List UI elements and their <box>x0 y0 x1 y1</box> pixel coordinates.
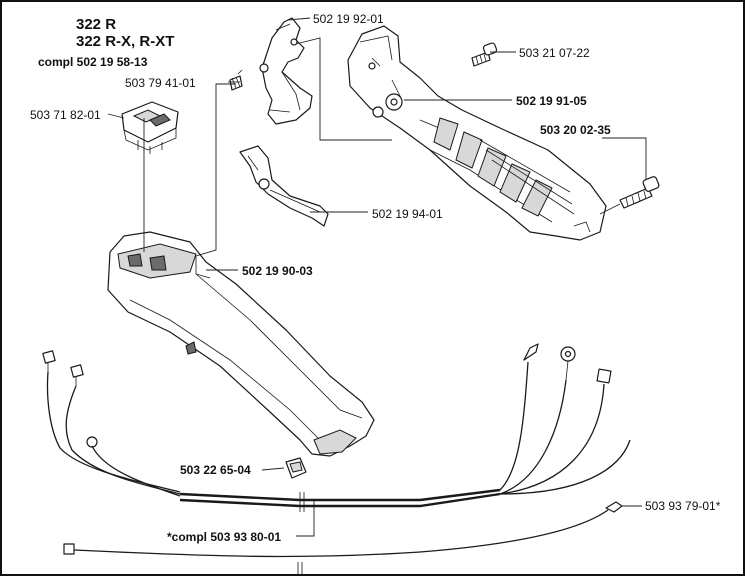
part-label-503-79-41-01: 503 79 41-01 <box>125 76 196 90</box>
leader-lines <box>107 17 647 537</box>
part-label-502-19-91-05: 502 19 91-05 <box>516 94 587 108</box>
throttle-trigger-part <box>259 17 313 125</box>
part-label-503-21-07-22: 503 21 07-22 <box>519 46 590 60</box>
stop-switch-part <box>121 101 179 154</box>
part-label-502-19-92-01: 502 19 92-01 <box>313 12 384 26</box>
part-label-503-93-80-01-text: *compl 503 93 80-01 <box>167 530 282 544</box>
throttle-lockout-part <box>239 145 329 227</box>
complete-assembly-label: compl 502 19 58-13 <box>38 55 148 69</box>
screw-short-part <box>471 42 498 67</box>
part-label-503-20-02-35: 503 20 02-35 <box>540 123 611 137</box>
wiring-harness <box>42 343 631 575</box>
part-label-503-71-82-01: 503 71 82-01 <box>30 108 101 122</box>
model-subtitle: 322 R-X, R-XT <box>76 33 175 50</box>
screw-long-part <box>619 176 660 209</box>
spring-part <box>229 69 243 91</box>
part-label-502-19-90-03: 502 19 90-03 <box>242 264 313 278</box>
part-label-502-19-94-01: 502 19 94-01 <box>372 207 443 221</box>
part-label-503-93-79-01: 503 93 79-01* <box>645 499 721 513</box>
handle-half-upper-part <box>347 25 607 241</box>
part-label-503-93-80-01: *compl 503 93 80-01 <box>167 530 281 544</box>
part-label-503-22-65-04: 503 22 65-04 <box>180 463 251 477</box>
main-handle-part <box>107 231 375 457</box>
model-title: 322 R <box>76 16 117 33</box>
cable-clamp-part <box>285 457 307 479</box>
